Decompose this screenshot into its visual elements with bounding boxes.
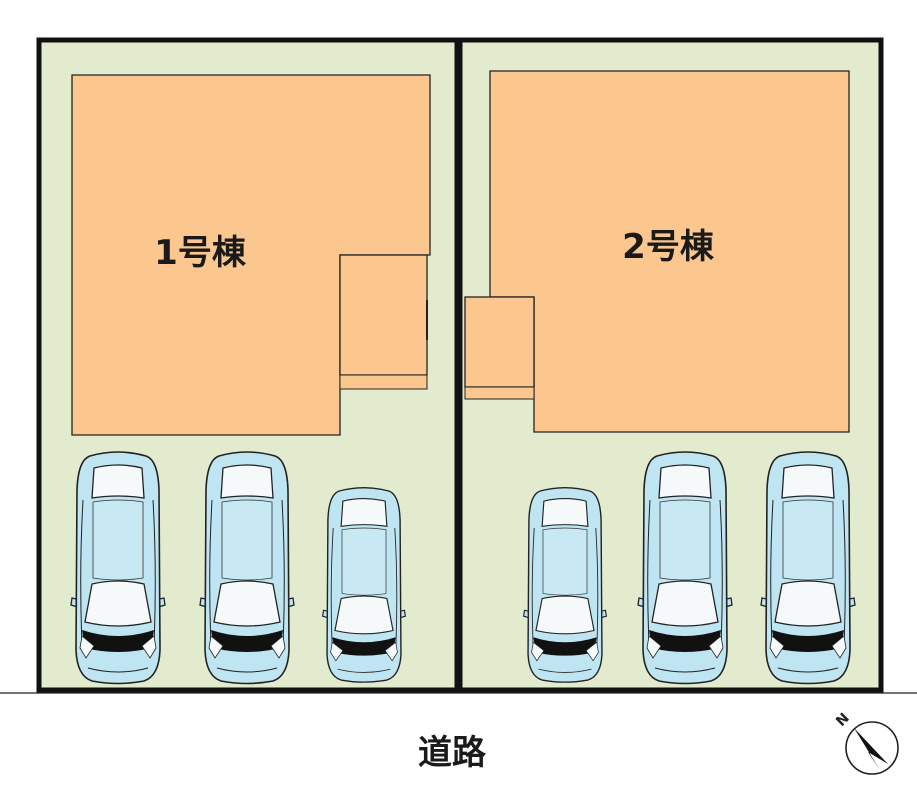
building-2-annex	[464, 296, 535, 388]
building-1-porch	[339, 374, 428, 390]
building-2-label: 2号棟	[622, 227, 715, 267]
road-label: 道路	[418, 733, 487, 773]
building-1-annex	[339, 254, 428, 376]
car-icon	[199, 451, 295, 685]
building-1-label: 1号棟	[154, 233, 247, 273]
compass-icon: N	[833, 710, 899, 775]
building-2-porch	[464, 386, 535, 400]
car-icon	[522, 486, 608, 683]
car-icon	[637, 451, 733, 685]
car-icon	[760, 451, 856, 685]
car-icon	[321, 486, 407, 683]
compass-letter: N	[833, 710, 853, 730]
car-icon	[70, 451, 166, 685]
